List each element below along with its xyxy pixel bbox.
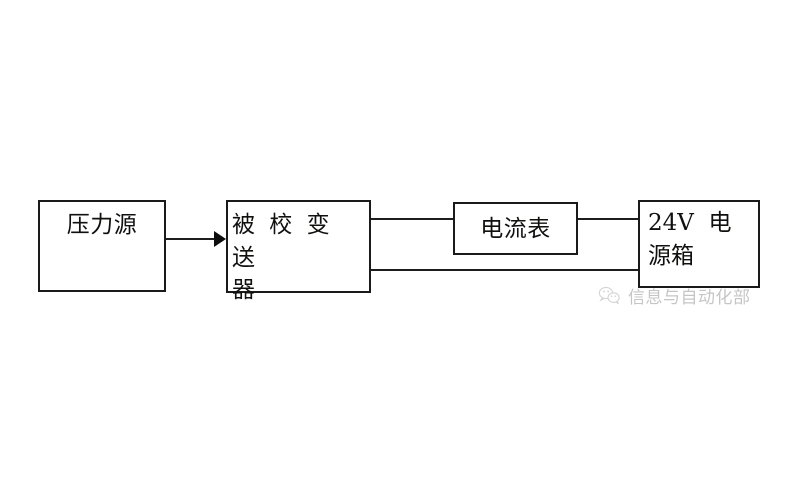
block-pressure-source: 压力源 xyxy=(38,200,166,292)
block-ammeter-label: 电流表 xyxy=(480,216,551,242)
block-transmitter: 被 校 变 送 器 xyxy=(226,200,371,303)
watermark: 信息与自动化部 xyxy=(598,283,751,308)
watermark-label: 信息与自动化部 xyxy=(628,288,751,308)
block-power-supply: 24V 电 源箱 xyxy=(638,200,760,288)
block-power-supply-label: 24V 电 源箱 xyxy=(648,210,732,269)
wechat-icon xyxy=(598,285,622,306)
connector-transmitter-to-ammeter xyxy=(371,218,454,220)
connector-transmitter-to-power-supply xyxy=(371,269,639,271)
connector-source-to-transmitter xyxy=(166,238,218,240)
arrow-head-icon xyxy=(214,231,226,247)
block-transmitter-label: 被 校 变 送 器 xyxy=(232,212,334,304)
connector-ammeter-to-power-supply xyxy=(578,218,639,220)
block-pressure-source-label: 压力源 xyxy=(66,212,138,238)
block-ammeter: 电流表 xyxy=(453,202,578,255)
